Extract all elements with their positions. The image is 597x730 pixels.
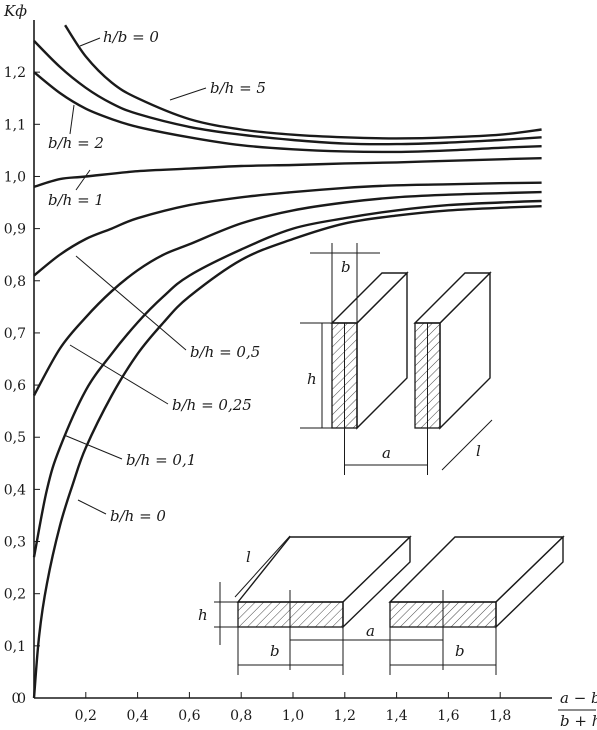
inset-l2-label: l	[246, 548, 251, 566]
inset-h-label: h	[307, 370, 317, 388]
curve-label-leader	[75, 255, 187, 351]
x-tick-label: 1,0	[282, 708, 304, 724]
curve-label: b/h = 0,5	[190, 343, 260, 361]
x-tick-label: 1,4	[385, 708, 407, 724]
curve-label: b/h = 0,25	[172, 396, 252, 414]
inset-h2-label: h	[198, 606, 208, 624]
curve-label: b/h = 5	[210, 79, 266, 97]
x-axis-label-numerator: a − b	[560, 689, 597, 707]
x-tick-label: 1,8	[489, 708, 511, 724]
x-tick-label: 0,2	[75, 708, 97, 724]
inset-b2-label-1: b	[270, 642, 280, 660]
y-tick-label: 0,8	[4, 274, 26, 290]
curve-label-leader	[69, 104, 75, 135]
series-line-7	[32, 205, 542, 699]
y-tick-label: 0,5	[4, 430, 26, 446]
series-line-3	[33, 157, 542, 189]
y-axis-label: Kф	[3, 2, 27, 20]
axis-ticks: 0 0,1 0,2 0,3 0,4 0,5 0,6 0,7 0,8 0,9 1,0 1,1 1,2 0,2…	[4, 65, 512, 724]
inset-b-label: b	[341, 258, 351, 276]
x-tick-label: 1,2	[334, 708, 356, 724]
series-line-0	[64, 24, 542, 140]
y-tick-label: 0,6	[4, 378, 26, 394]
y-tick-label: 0,2	[4, 587, 26, 603]
series-line-4	[33, 181, 542, 277]
curve-label: b/h = 2	[48, 134, 104, 152]
y-tick-label: 0,7	[4, 326, 26, 342]
x-tick-label: 1,6	[437, 708, 459, 724]
origin-label: 0	[12, 691, 21, 707]
inset-l-label: l	[476, 442, 481, 460]
y-tick-label: 0	[17, 691, 26, 707]
series-line-2	[33, 71, 542, 154]
dim-l2-line	[234, 535, 291, 598]
y-tick-label: 0,9	[4, 222, 26, 238]
inset-flat-plates: l h a b b	[198, 535, 565, 675]
curve-labels: h/b = 0 b/h = 5 b/h = 2 b/h = 1 b/h = 0,5 b/h…	[48, 28, 266, 525]
series-line-6	[32, 199, 542, 558]
x-tick-label: 0,8	[230, 708, 252, 724]
x-tick-label: 0,6	[178, 708, 200, 724]
y-tick-label: 1,2	[4, 65, 26, 81]
curve-label-leader	[169, 87, 207, 101]
curve-label-leader	[79, 37, 101, 47]
y-tick-label: 0,1	[4, 639, 26, 655]
series-line-1	[33, 40, 542, 146]
y-tick-label: 1,0	[4, 169, 26, 185]
series-line-5	[32, 190, 542, 397]
curve-label: b/h = 0,1	[126, 451, 196, 469]
inset-vertical-plates: b h a l	[300, 243, 493, 475]
y-tick-label: 0,4	[4, 482, 26, 498]
inset-b2-label-2: b	[455, 642, 465, 660]
curve-label-leader	[63, 434, 123, 460]
inset-a2-label: a	[366, 622, 375, 640]
curve-label-leader	[77, 499, 107, 515]
x-tick-label: 0,4	[126, 708, 148, 724]
y-tick-label: 1,1	[4, 117, 26, 133]
curve-label-leader	[69, 344, 169, 405]
curve-label: b/h = 0	[110, 507, 166, 525]
curve-label: h/b = 0	[103, 28, 159, 46]
dim-l-line	[441, 419, 493, 471]
x-axis-label-denominator: b + h	[560, 712, 597, 730]
y-tick-label: 0,3	[4, 535, 26, 551]
chart-series	[32, 24, 542, 699]
curve-label-leader	[75, 169, 91, 191]
curve-label: b/h = 1	[48, 191, 104, 209]
inset-a-label: a	[382, 444, 391, 462]
